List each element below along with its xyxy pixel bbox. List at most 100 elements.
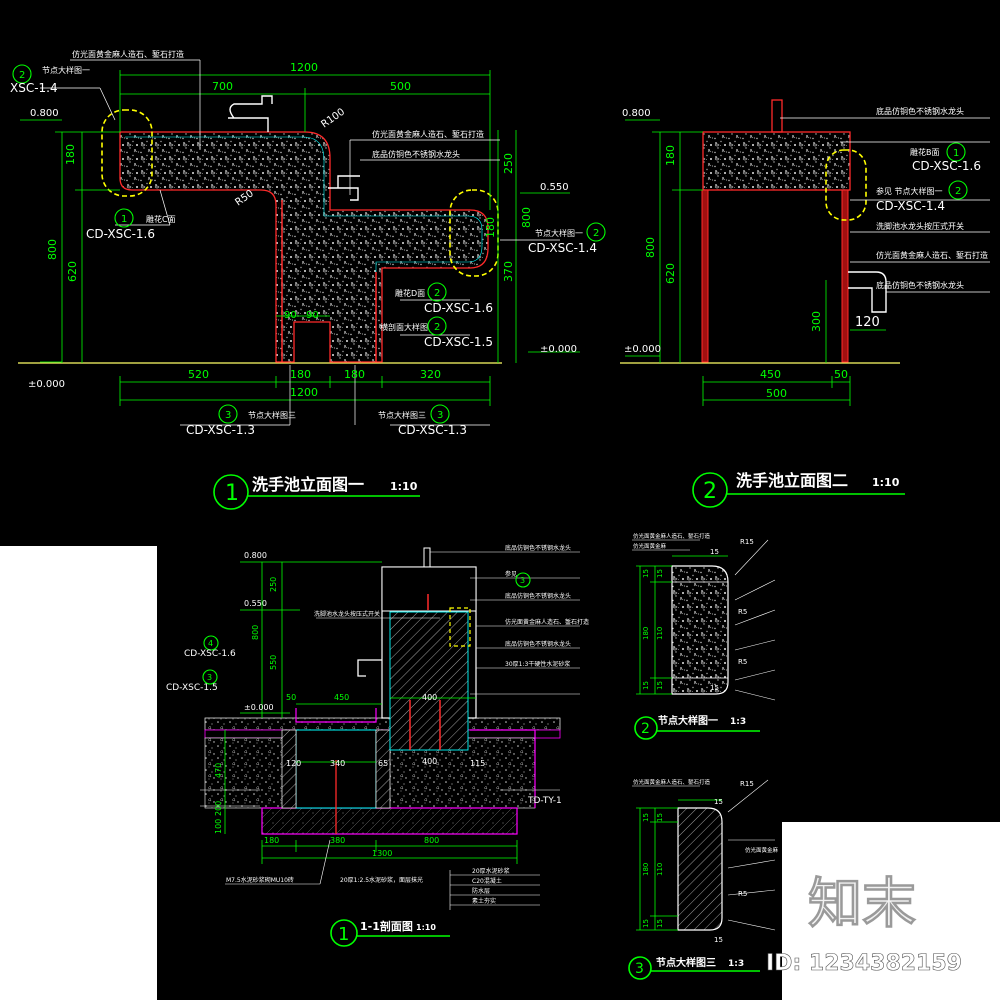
e1-title-no: 1 [225, 481, 239, 506]
sec-ref-a-no: 4 [208, 639, 213, 648]
d3-dim-180: 180 [642, 863, 650, 876]
section-pavement [204, 717, 561, 731]
e2-ref-a-no: 1 [953, 148, 959, 159]
sec-ref-a-code: CD-XSC-1.6 [184, 649, 236, 659]
e1-ref-b-top: 雕花C面 [146, 214, 176, 224]
e1-title: 洗手池立面图一 [252, 475, 364, 494]
elevation-one-ref-circles [12, 64, 606, 424]
watermark-logo: 知末 [808, 872, 916, 935]
sec-scale: 1:10 [416, 923, 436, 932]
sec-note-8: 20厚水泥砂浆 [472, 867, 510, 875]
detail-one [632, 539, 776, 740]
d1-dim-15e: 15 [710, 684, 719, 692]
sec-dim-115: 115 [470, 759, 485, 768]
e1-ref-a-no: 2 [19, 70, 25, 81]
faucet-lower [328, 175, 360, 201]
e1-level-000-right: ±0.000 [540, 344, 577, 355]
detail-one-leaders [632, 539, 776, 701]
elevation-two-dim-lines [625, 119, 886, 406]
section-callout-cloud [449, 607, 471, 647]
e2-dim-620: 620 [664, 263, 677, 284]
sec-dim-470: 470 [214, 763, 223, 778]
section-dim-lines [224, 561, 518, 864]
side-leg-left [701, 189, 709, 363]
d1-dim-15b: 15 [656, 569, 664, 578]
d3-dim-15-top: 15 [714, 798, 723, 806]
e2-ref-b-no: 2 [955, 186, 961, 197]
sec-title: 1-1剖面图 [360, 919, 413, 933]
e1-dim-top-left: 700 [212, 80, 233, 93]
faucet-upper [228, 95, 273, 132]
sec-dim-550: 550 [269, 655, 278, 670]
d3-dim-15b: 15 [656, 813, 664, 822]
e1-dim-left-180: 180 [64, 144, 77, 165]
d1-dim-r5b: R5 [738, 658, 747, 666]
section-column-core [389, 611, 469, 751]
section-title-circle [330, 919, 358, 947]
e1-ref-g-no: 3 [437, 410, 443, 421]
drawing-background-top [0, 0, 1000, 546]
elevation-two-leaders [780, 117, 990, 293]
sec-level-0800: 0.800 [244, 551, 267, 560]
e1-ref-d-code: CD-XSC-1.6 [424, 301, 493, 315]
detail-three-title-circle [628, 956, 652, 980]
e1-ref-c-code: CD-XSC-1.4 [528, 241, 597, 255]
sec-level-0550: 0.550 [244, 599, 267, 608]
e2-dim-300: 300 [810, 311, 823, 332]
d1-dim-15c: 15 [642, 681, 650, 690]
e1-ref-f-code: CD-XSC-1.3 [186, 423, 255, 437]
sec-ref-b-code: CD-XSC-1.5 [166, 683, 218, 693]
d3-scale: 1:3 [728, 959, 744, 969]
sec-dim-400-mid: 400 [422, 757, 437, 766]
sec-dim-800-bottom: 800 [424, 836, 439, 845]
d1-note-1: 仿光面黄金麻人造石、錾石打造 [633, 532, 711, 540]
e2-scale: 1:10 [872, 476, 900, 489]
detail-one-profile [671, 565, 729, 695]
sec-dim-120: 120 [286, 759, 301, 768]
detail-three-profile [677, 807, 723, 931]
section-footing [261, 807, 518, 835]
e2-ref-c-top: 洗脚池水龙头按压式开关 [876, 221, 964, 231]
section-faucet-low [357, 659, 382, 677]
section-one-one [200, 547, 580, 947]
e1-ref-e-code: CD-XSC-1.5 [424, 335, 493, 349]
sec-dim-65: 65 [378, 759, 388, 768]
detail-one-title-circle [634, 716, 658, 740]
sec-note-10: 素土夯实 [472, 897, 496, 905]
sec-note-6: 底品仿铜色不锈钢水龙头 [505, 640, 571, 648]
e1-dim-right-800: 800 [520, 207, 533, 228]
e1-ref-c-no: 2 [593, 228, 599, 239]
sec-dim-380: 380 [330, 836, 345, 845]
e1-dim-bottom-1: 520 [188, 368, 209, 381]
d1-dim-15-top: 15 [710, 548, 719, 556]
d3-title-no: 3 [635, 961, 644, 977]
sec-title-no: 1 [338, 924, 349, 945]
section-trough-wall-right [375, 729, 391, 809]
elevation-two [620, 99, 990, 508]
e1-note-top: 仿光面黄金麻人造石、錾石打造 [72, 49, 184, 59]
sec-note-7: 30厚1:3干硬性水泥砂浆 [505, 660, 570, 668]
e1-dim-right-250: 250 [502, 153, 515, 174]
e1-ref-g-code: CD-XSC-1.3 [398, 423, 467, 437]
sec-dim-250: 250 [269, 577, 278, 592]
d1-dim-r15: R15 [740, 538, 754, 546]
e2-dim-800: 800 [644, 237, 657, 258]
sec-note-2: 参见 [505, 570, 517, 578]
e1-ref-d-top: 雕花D面 [395, 288, 425, 298]
sec-note-4: 洗脚池水龙头按压式开关 [314, 610, 380, 618]
elevation-one-dim-lines [20, 70, 580, 406]
detail-three-leaders [632, 779, 776, 931]
e1-ref-b-code: CD-XSC-1.6 [86, 227, 155, 241]
e2-note-2: 仿光面黄金麻人造石、錾石打造 [876, 250, 988, 260]
e1-dim-bottom-4: 320 [420, 368, 441, 381]
e1-level-0550: 0.550 [540, 182, 569, 193]
e1-level-000-left: ±0.000 [28, 379, 65, 390]
d3-dim-r15: R15 [740, 780, 754, 788]
elevation-two-ref-circles [946, 142, 968, 200]
e2-note-1: 底品仿铜色不锈钢水龙头 [876, 106, 964, 116]
sec-dim-50: 50 [286, 693, 296, 702]
elevation-one [12, 59, 606, 510]
sec-note-11: M7.5水泥砂浆砌MU10砖 [226, 876, 294, 884]
